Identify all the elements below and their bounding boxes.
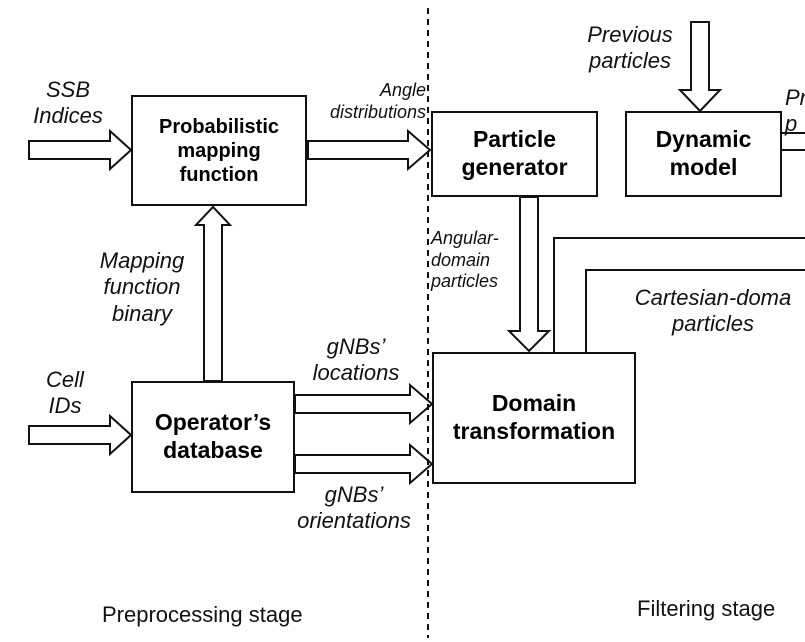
operators-database-box: Operator’s database <box>131 381 295 493</box>
preprocessing-stage-label: Preprocessing stage <box>102 602 303 627</box>
operators-database-text: Operator’s database <box>154 409 272 463</box>
particle-generator-box: Particle generator <box>431 111 598 197</box>
dynamic-model-box: Dynamic model <box>625 111 782 197</box>
probabilistic-mapping-box: Probabilistic mapping function <box>131 95 307 206</box>
gnbs-orientations-arrow <box>294 442 434 486</box>
filtering-stage-label: Filtering stage <box>637 596 776 621</box>
cartesian-line-inner <box>585 269 805 353</box>
cartesian-line-outer <box>553 237 805 353</box>
domain-transformation-box: Domain transformation <box>432 352 636 484</box>
ssb-indices-arrow <box>28 128 133 172</box>
probabilistic-mapping-text: Probabilistic mapping function <box>158 115 280 186</box>
gnbs-orientations-label: gNBs’ orientations <box>297 482 411 534</box>
previous-particles-arrow <box>677 21 723 113</box>
angle-distributions-arrow <box>307 128 432 172</box>
particle-generator-text: Particle generator <box>461 126 568 180</box>
cartesian-domain-particles-label: Cartesian-doma particles <box>634 285 792 337</box>
dynamic-model-text: Dynamic model <box>655 126 752 180</box>
gnbs-locations-arrow <box>294 382 434 426</box>
cell-ids-label: Cell IDs <box>46 367 84 419</box>
mapping-function-binary-label: Mapping function binary <box>99 248 185 326</box>
domain-transformation-text: Domain transformation <box>452 390 616 444</box>
previous-particles-label: Previous particles <box>587 22 673 74</box>
cell-ids-arrow <box>28 413 133 457</box>
angle-distributions-label: Angle distributions <box>329 80 426 122</box>
angular-particles-arrow <box>506 196 552 353</box>
cut-off-label: Pr p <box>785 85 805 137</box>
gnbs-locations-label: gNBs’ locations <box>312 334 400 386</box>
ssb-indices-label: SSB Indices <box>33 77 103 129</box>
angular-domain-particles-label: Angular- domain particles <box>431 228 499 292</box>
mapping-binary-arrow <box>193 205 233 382</box>
